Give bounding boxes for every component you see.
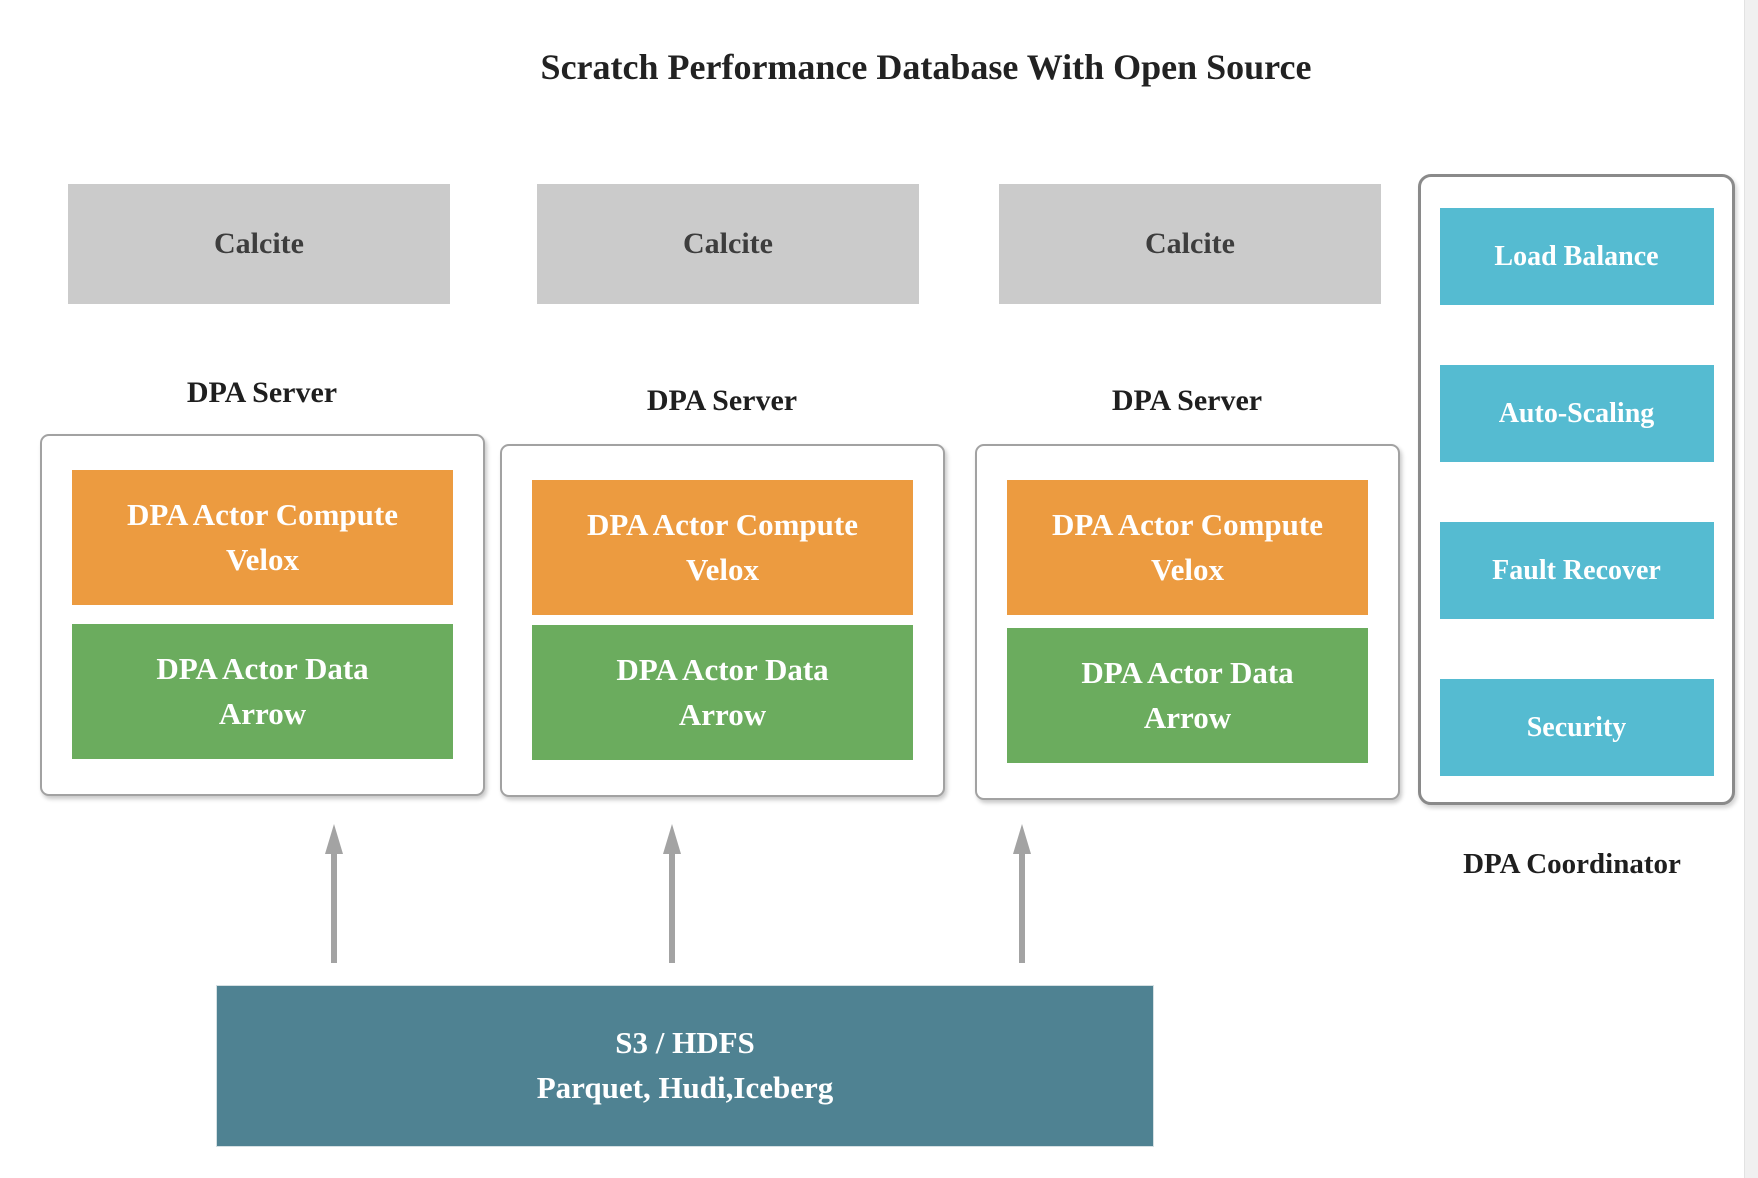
box-text-line: DPA Actor Compute	[127, 497, 398, 533]
dpa-server-label-1: DPA Server	[186, 376, 338, 409]
scrollbar-track[interactable]	[1744, 0, 1758, 1178]
box-text-line: DPA Actor Compute	[1052, 507, 1323, 543]
data-arrow-box-1: DPA Actor Data Arrow	[72, 624, 453, 759]
arrow-shaft	[1019, 853, 1025, 963]
up-arrow-2	[663, 824, 681, 963]
box-text-line: Velox	[226, 541, 299, 577]
dpa-server-group-2: DPA Actor Compute Velox DPA Actor Data A…	[500, 444, 945, 797]
box-text-line: Velox	[686, 551, 759, 587]
compute-velox-box-2: DPA Actor Compute Velox	[532, 480, 913, 615]
load-balance-box: Load Balance	[1439, 208, 1714, 305]
dpa-server-group-3: DPA Actor Compute Velox DPA Actor Data A…	[975, 444, 1400, 800]
box-text-line: Arrow	[1143, 699, 1232, 735]
arrow-shaft	[331, 853, 337, 963]
box-text-line: Arrow	[678, 696, 767, 732]
box-text-line: DPA Actor Data	[616, 652, 829, 688]
dpa-coordinator-panel: Load Balance Auto-Scaling Fault Recover …	[1418, 174, 1735, 805]
storage-line-2: Parquet, Hudi,Iceberg	[536, 1070, 834, 1105]
dpa-server-group-1: DPA Actor Compute Velox DPA Actor Data A…	[40, 434, 485, 796]
auto-scaling-box: Auto-Scaling	[1439, 365, 1714, 462]
calcite-box-2: Calcite	[537, 184, 919, 304]
compute-velox-box-3: DPA Actor Compute Velox	[1007, 480, 1368, 615]
box-text-line: DPA Actor Data	[156, 651, 369, 687]
arrow-head-icon	[325, 824, 343, 854]
dpa-server-label-2: DPA Server	[646, 384, 798, 417]
up-arrow-1	[325, 824, 343, 963]
arrow-head-icon	[663, 824, 681, 854]
arrow-head-icon	[1013, 824, 1031, 854]
box-text-line: Velox	[1151, 551, 1224, 587]
box-text-line: DPA Actor Compute	[587, 507, 858, 543]
data-arrow-box-3: DPA Actor Data Arrow	[1007, 628, 1368, 763]
security-box: Security	[1439, 679, 1714, 776]
arrow-shaft	[669, 853, 675, 963]
compute-velox-box-1: DPA Actor Compute Velox	[72, 470, 453, 605]
storage-line-1: S3 / HDFS	[615, 1025, 755, 1061]
up-arrow-3	[1013, 824, 1031, 963]
calcite-box-3: Calcite	[999, 184, 1381, 304]
calcite-box-1: Calcite	[68, 184, 450, 304]
storage-box: S3 / HDFS Parquet, Hudi,Iceberg	[216, 985, 1154, 1147]
dpa-server-label-3: DPA Server	[1111, 384, 1263, 417]
data-arrow-box-2: DPA Actor Data Arrow	[532, 625, 913, 760]
box-text-line: Arrow	[218, 695, 307, 731]
box-text-line: DPA Actor Data	[1081, 655, 1294, 691]
fault-recover-box: Fault Recover	[1439, 522, 1714, 619]
diagram-title: Scratch Performance Database With Open S…	[540, 47, 1312, 87]
dpa-coordinator-label: DPA Coordinator	[1463, 848, 1681, 880]
